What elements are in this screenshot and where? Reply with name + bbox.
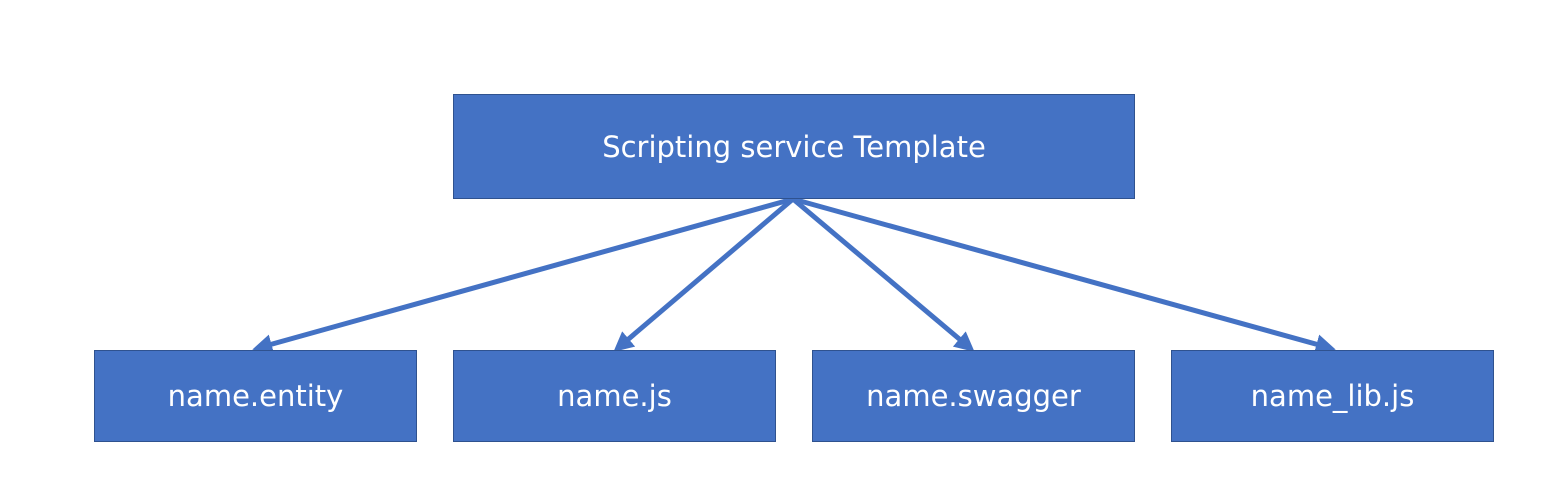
child-node-label: name_lib.js [1250, 379, 1415, 413]
child-node-label: name.entity [167, 379, 344, 413]
root-node-label: Scripting service Template [602, 129, 986, 164]
arrow-to-name-entity [252, 196, 794, 354]
child-node-label: name.js [557, 379, 672, 413]
child-node-name-js: name.js [453, 350, 776, 442]
root-node: Scripting service Template [453, 94, 1135, 199]
child-node-label: name.swagger [866, 379, 1081, 413]
arrow-to-name-js [613, 197, 795, 352]
arrow-to-name-swagger [791, 197, 975, 352]
child-node-name-entity: name.entity [94, 350, 417, 442]
arrow-to-name-lib-js [792, 196, 1336, 354]
child-node-name-swagger: name.swagger [812, 350, 1135, 442]
child-node-name-lib-js: name_lib.js [1171, 350, 1494, 442]
